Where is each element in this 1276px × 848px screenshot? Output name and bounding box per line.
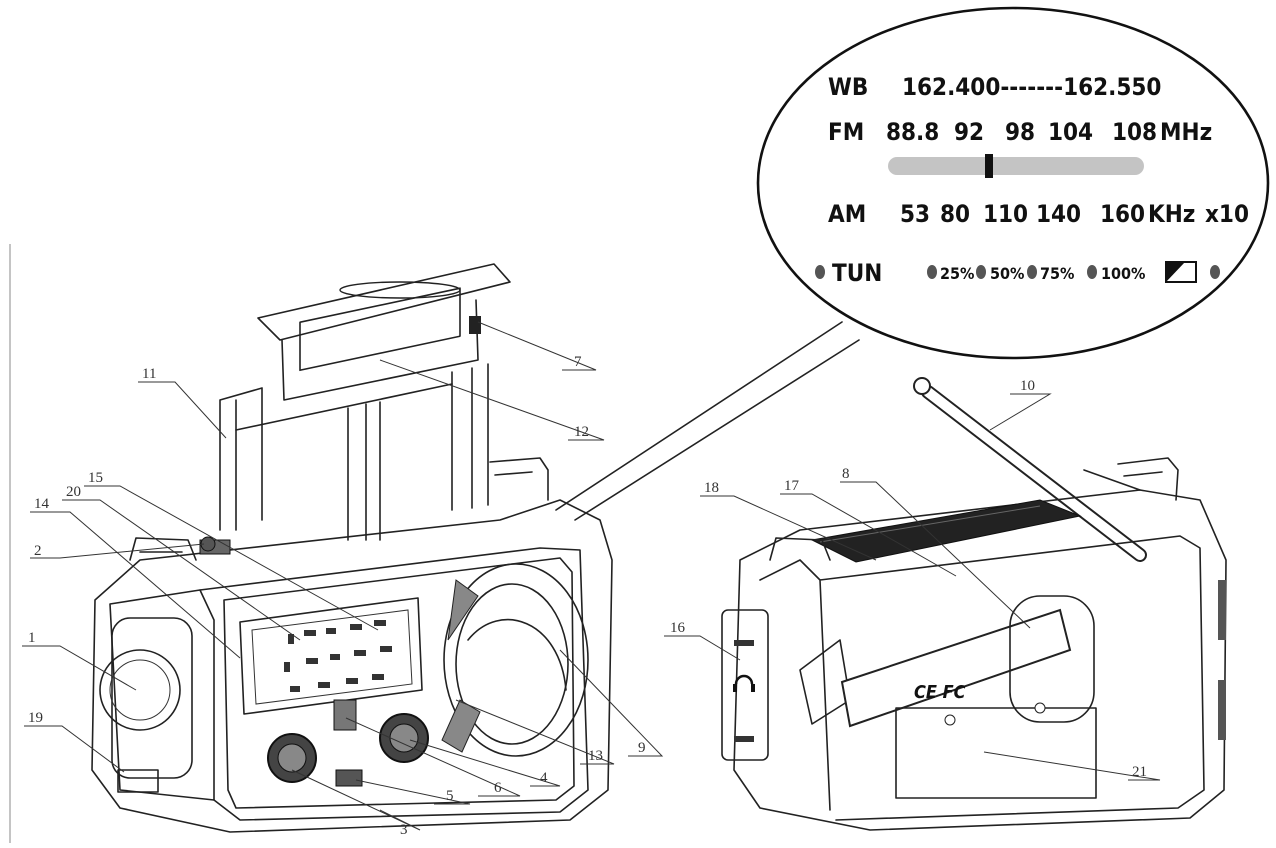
callout-1: 1 xyxy=(28,630,36,646)
fm-tick-4: 108 xyxy=(1112,118,1157,146)
callout-8: 8 xyxy=(842,466,850,482)
radio-front-view xyxy=(91,263,613,833)
battery-dot-25 xyxy=(927,265,937,279)
battery-dot-50 xyxy=(976,265,986,279)
callout-9: 9 xyxy=(638,740,646,756)
am-tick-3: 140 xyxy=(1036,200,1081,228)
power-button xyxy=(335,769,363,787)
charge-indicator-dot xyxy=(1210,265,1220,279)
tuning-pointer xyxy=(985,154,993,178)
callout-4: 4 xyxy=(540,770,548,786)
certification-marks: CE FC xyxy=(914,682,966,703)
callout-17: 17 xyxy=(784,478,800,494)
callout-21: 21 xyxy=(1132,764,1147,780)
speaker-clip-bottom xyxy=(441,699,481,753)
fm-tick-3: 104 xyxy=(1048,118,1093,146)
reading-lamp xyxy=(117,769,159,793)
solar-panel xyxy=(810,499,1082,563)
callout-5: 5 xyxy=(446,788,454,804)
antenna-top xyxy=(339,281,461,299)
speaker-grille-outer xyxy=(443,563,589,757)
callout-3: 3 xyxy=(400,822,408,838)
dial-bubble: WB 162.400-------162.550 FM 88.8 92 98 1… xyxy=(555,6,1270,521)
bubble-leader-line-2 xyxy=(574,339,860,521)
front-panel-frame xyxy=(199,547,589,821)
callout-13: 13 xyxy=(588,748,603,764)
battery-level-50: 50% xyxy=(990,264,1024,283)
callout-6: 6 xyxy=(494,780,502,796)
rear-handle-left xyxy=(769,537,831,561)
callout-leaders xyxy=(22,321,1161,831)
callout-16: 16 xyxy=(670,620,686,636)
callout-11: 11 xyxy=(142,366,156,382)
callout-14: 14 xyxy=(34,496,50,512)
fm-unit: MHz xyxy=(1160,118,1212,146)
speaker-clip-top xyxy=(447,579,479,641)
am-label: AM xyxy=(828,200,866,228)
callout-19: 19 xyxy=(28,710,43,726)
tun-indicator-dot xyxy=(815,265,825,279)
am-unit: KHz xyxy=(1148,200,1195,228)
display-markings xyxy=(284,620,392,692)
callout-10: 10 xyxy=(1020,378,1035,394)
wb-label: WB xyxy=(828,73,868,101)
callout-numbers: 1 2 3 4 5 6 7 8 9 10 11 12 13 14 15 16 1… xyxy=(28,354,1147,838)
front-panel-inner xyxy=(223,557,575,809)
battery-dot-100 xyxy=(1087,265,1097,279)
battery-level-100: 100% xyxy=(1101,264,1145,283)
side-end-cap xyxy=(109,589,215,801)
fm-label: FM xyxy=(828,118,864,146)
callout-7: 7 xyxy=(574,354,582,370)
speaker-grille xyxy=(455,583,569,745)
battery-dot-75 xyxy=(1027,265,1037,279)
fm-tick-0: 88.8 xyxy=(886,118,939,146)
callout-18: 18 xyxy=(704,480,719,496)
lid-panel-window xyxy=(299,287,461,372)
tun-label: TUN xyxy=(832,259,882,287)
dc-port xyxy=(734,736,754,742)
am-tick-2: 110 xyxy=(983,200,1028,228)
rear-handle-right xyxy=(1117,457,1179,501)
antenna-tip xyxy=(913,377,931,395)
fm-tick-2: 98 xyxy=(1005,118,1035,146)
cover-screw-left xyxy=(944,714,956,726)
flashlight-housing xyxy=(111,617,193,779)
am-tick-1: 80 xyxy=(940,200,970,228)
am-tick-0: 53 xyxy=(900,200,930,228)
lid-latch xyxy=(469,316,481,334)
am-tick-4: 160 xyxy=(1100,200,1145,228)
tuning-scale-bar xyxy=(888,157,1144,175)
headphone-icon xyxy=(733,674,755,692)
handle-right xyxy=(489,457,549,501)
side-port-panel xyxy=(721,609,769,761)
radio-rear-view: CE FC xyxy=(721,377,1227,831)
cover-screw-right xyxy=(1034,702,1046,714)
bubble-leader-line xyxy=(555,321,843,511)
callout-2: 2 xyxy=(34,543,42,559)
callout-15: 15 xyxy=(88,470,103,486)
radio-body-outline xyxy=(91,499,613,833)
callout-20: 20 xyxy=(66,484,81,500)
stand-middle-post xyxy=(347,401,381,541)
stand-left-post xyxy=(219,387,263,531)
battery-cover xyxy=(895,707,1097,799)
flashlight-lens xyxy=(99,649,181,731)
hand-crank-arm xyxy=(840,608,1072,728)
wb-range: 162.400-------162.550 xyxy=(902,73,1161,101)
solar-charge-icon xyxy=(1165,261,1197,283)
callout-12: 12 xyxy=(574,424,589,440)
stand-right-post xyxy=(451,363,489,511)
battery-level-75: 75% xyxy=(1040,264,1074,283)
usb-in-port xyxy=(734,640,754,646)
fm-tick-1: 92 xyxy=(954,118,984,146)
band-switch xyxy=(333,699,357,731)
battery-level-25: 25% xyxy=(940,264,974,283)
crank-handle xyxy=(1009,595,1095,723)
tuning-display xyxy=(239,597,423,715)
am-multiplier: x10 xyxy=(1205,200,1249,228)
